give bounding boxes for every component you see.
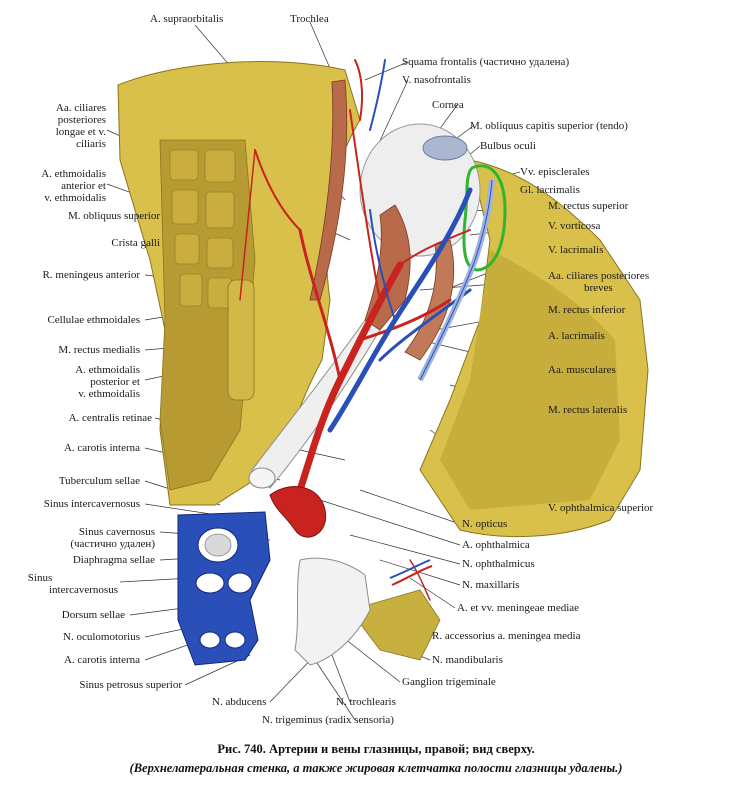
figure-caption-subtitle: (Верхнелатеральная стенка, а также жиров… xyxy=(129,761,623,775)
label-ciliares-breves-1: Aa. ciliares posteriores xyxy=(548,270,650,282)
cornea xyxy=(422,135,468,161)
label-ophthalmica-superior: V. ophthalmica superior xyxy=(548,502,654,514)
label-meningeae-mediae: A. et vv. meningeae mediae xyxy=(457,602,580,614)
label-trochlearis: N. trochlearis xyxy=(336,696,396,708)
rectus-lateralis xyxy=(404,239,455,361)
label-v-lacrimalis: V. lacrimalis xyxy=(548,244,604,256)
label-trochlea: Trochlea xyxy=(290,13,329,25)
label-oculomotorius: N. oculomotorius xyxy=(63,631,140,643)
label-cornea: Cornea xyxy=(432,99,464,111)
label-meningeus-anterior: R. meningeus anterior xyxy=(42,269,140,281)
label-maxillaris: N. maxillaris xyxy=(462,579,520,591)
label-tuberculum-sellae: Tuberculum sellae xyxy=(58,475,140,487)
label-a-ophthalmica: A. ophthalmica xyxy=(462,539,530,551)
arteries xyxy=(239,59,471,601)
label-abducens: N. abducens xyxy=(212,696,267,708)
label-dorsum-sellae: Dorsum sellae xyxy=(61,609,125,621)
label-rectus-superior: M. rectus superior xyxy=(548,200,629,212)
label-nasofrontalis: V. nasofrontalis xyxy=(402,74,471,86)
label-trigeminus: N. trigeminus (radix sensoria) xyxy=(262,714,394,726)
label-sinus-cavernosus: Sinus cavernosus xyxy=(78,526,155,538)
label-carotis-interna-top: A. carotis interna xyxy=(63,442,140,454)
crista-galli xyxy=(227,279,255,401)
label-sinus-petrosus: Sinus petrosus superior xyxy=(79,679,182,691)
label-rectus-medialis: M. rectus medialis xyxy=(58,344,140,356)
label-ciliares-breves-2: breves xyxy=(584,282,613,294)
label-ethmoidalis-post-3: v. ethmoidalis xyxy=(78,388,140,400)
label-episclerales: Vv. episclerales xyxy=(520,166,590,178)
label-ciliares-4: ciliaris xyxy=(76,138,106,150)
label-ciliares-2: posteriores xyxy=(57,114,106,126)
label-centralis-retinae: A. centralis retinae xyxy=(68,412,152,424)
label-ciliares-3: longae et v. xyxy=(55,126,106,138)
label-ethmoidalis-ant-1: A. ethmoidalis xyxy=(41,168,106,180)
trigeminal-nerves xyxy=(294,557,371,666)
label-ciliares-1: Aa. ciliares xyxy=(55,102,106,114)
label-sinus-intercavernosus-1: Sinus intercavernosus xyxy=(43,498,140,510)
label-rectus-inferior: M. rectus inferior xyxy=(548,304,626,316)
label-ethmoidalis-ant-2: anterior et xyxy=(61,180,106,192)
meningeal-vessels xyxy=(389,559,431,579)
label-ethmoidalis-post-1: A. ethmoidalis xyxy=(75,364,140,376)
label-accessorius: R. accessorius a. meningea media xyxy=(432,630,581,642)
obliquus-superior xyxy=(309,79,348,301)
label-a-lacrimalis: A. lacrimalis xyxy=(548,330,605,342)
label-sinus-2-b: intercavernosus xyxy=(48,584,118,596)
label-obliquus-superior: M. obliquus superior xyxy=(68,210,160,222)
carotis-interna xyxy=(269,486,327,538)
label-ethmoidalis-post-2: posterior et xyxy=(90,376,140,388)
label-sinus-cavernosus-note: (частично удален) xyxy=(70,538,155,550)
label-obliquus-capitis: M. obliquus capitis superior (tendo) xyxy=(470,120,628,132)
label-crista-galli: Crista galli xyxy=(111,237,160,249)
label-ethmoidalis-ant-3: v. ethmoidalis xyxy=(44,192,106,204)
label-cellulae-ethmoidales: Cellulae ethmoidales xyxy=(47,314,140,326)
label-aa-musculares: Aa. musculares xyxy=(548,364,616,376)
label-supraorbitalis: A. supraorbitalis xyxy=(150,13,224,25)
label-bulbus: Bulbus oculi xyxy=(480,140,536,152)
label-sinus-2-a: Sinus xyxy=(27,572,53,584)
label-ganglion-trigeminale: Ganglion trigeminale xyxy=(402,676,496,688)
ethmoid-cells xyxy=(169,149,236,309)
optic-nerve-cut xyxy=(248,467,276,489)
rectus-superior xyxy=(364,204,411,331)
sphenoid-fragment xyxy=(349,589,441,661)
label-opticus: N. opticus xyxy=(462,518,508,530)
label-n-ophthalmicus: N. ophthalmicus xyxy=(462,558,535,570)
label-vorticosa: V. vorticosa xyxy=(548,220,601,232)
label-mandibularis: N. mandibularis xyxy=(432,654,503,666)
label-diaphragma-sellae: Diaphragma sellae xyxy=(72,554,155,566)
label-squama: Squama frontalis (частично удалена) xyxy=(402,56,570,68)
label-rectus-lateralis: M. rectus lateralis xyxy=(548,404,628,416)
label-carotis-interna-bottom: A. carotis interna xyxy=(63,654,140,666)
label-gl-lacrimalis: Gl. lacrimalis xyxy=(520,184,580,196)
orbital-floor-shadow xyxy=(440,250,620,510)
figure-caption-title: Рис. 740. Артерии и вены глазницы, право… xyxy=(217,742,535,756)
